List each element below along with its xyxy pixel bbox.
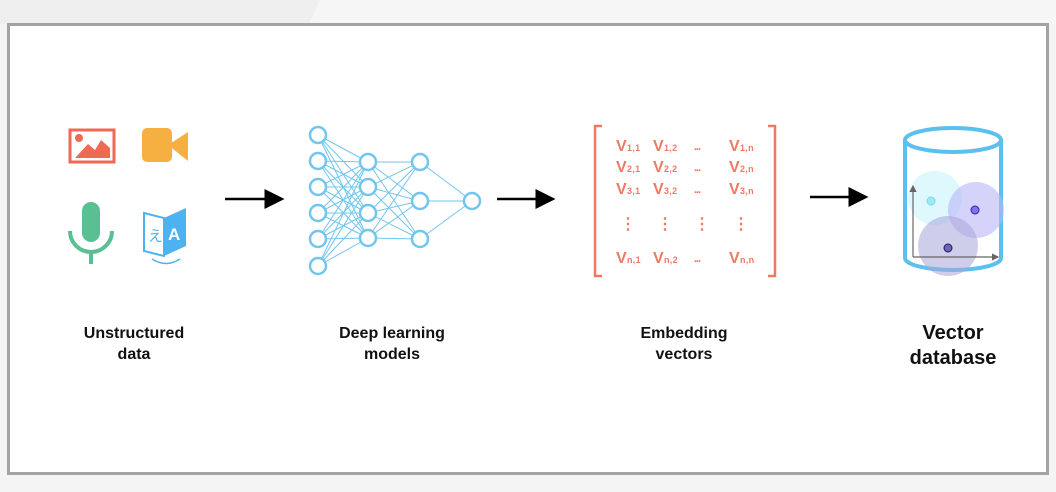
matrix-cell: ⋮ [733,216,750,233]
label-line: data [117,346,151,363]
matrix-cell: V3,2 [653,181,678,198]
network-edge [419,200,473,240]
matrix-cell: ... [694,253,701,265]
network-node [358,203,378,223]
label-line: Unstructured [83,325,185,342]
matrix-cell: ⋮ [620,216,637,233]
network-node [308,125,328,145]
network-edge [419,161,473,202]
network-node [358,228,378,248]
matrix-cell: V2,1 [616,159,641,176]
neural-network-icon [308,125,482,276]
network-edge [317,212,369,267]
matrix-cell: V1,n [729,138,754,155]
network-node [410,152,430,172]
matrix-cell: ... [694,162,701,174]
translate-right-glyph: A [168,225,180,244]
network-edge [317,161,369,214]
diagram-frame [7,23,1049,475]
matrix-cell: V2,n [729,159,754,176]
translate-left-glyph: え [148,228,163,245]
matrix-cell: V3,n [729,181,754,198]
network-edge [367,212,421,240]
network-node [462,191,482,211]
label-line: database [909,347,997,369]
network-edge [317,161,369,267]
matrix-cell: Vn,2 [653,250,678,267]
network-edge [367,186,421,240]
image-icon [68,128,116,164]
matrix-cell: V3,1 [616,181,641,198]
matrix-cell: ⋮ [657,216,674,233]
label-vector-database: Vector database [853,321,1053,371]
matrix-cell: ⋮ [694,216,711,233]
matrix-cell: ... [694,141,701,153]
network-edge [367,161,421,239]
right-bracket [768,124,777,278]
matrix-cell: Vn,n [729,250,755,267]
network-edge [317,161,369,240]
network-node [308,177,328,197]
network-edge [367,161,421,188]
network-node [358,177,378,197]
matrix-cell: Vn,1 [616,250,641,267]
label-line: Vector [922,322,984,344]
network-edge [317,161,369,188]
network-edge [367,161,421,202]
network-edge [367,200,421,239]
label-line: models [363,346,420,363]
network-node [308,229,328,249]
background-band [0,0,1056,24]
label-embedding-vectors: Embedding vectors [584,323,784,365]
network-node [308,256,328,276]
vector-database-icon [903,126,1004,276]
network-node [308,203,328,223]
matrix-cell: ... [694,184,701,196]
matrix-cell: V2,2 [653,159,678,176]
left-bracket [593,124,602,278]
network-edge [317,134,369,163]
matrix-cell: V1,1 [616,138,641,155]
label-line: Embedding [640,325,728,342]
translate-icon: え A [143,208,186,265]
network-edge [367,161,421,214]
network-node [410,191,430,211]
label-line: vectors [655,346,713,363]
network-edge [317,186,369,267]
network-edge [317,237,369,267]
label-unstructured-data: Unstructured data [34,323,234,365]
embedding-matrix [593,124,777,278]
network-node [410,229,430,249]
network-node [308,151,328,171]
video-camera-icon [142,128,188,162]
label-line: Deep learning [339,325,445,342]
microphone-icon [68,202,114,264]
matrix-cell: V1,2 [653,138,678,155]
label-deep-learning-models: Deep learning models [292,323,492,365]
network-node [358,152,378,172]
